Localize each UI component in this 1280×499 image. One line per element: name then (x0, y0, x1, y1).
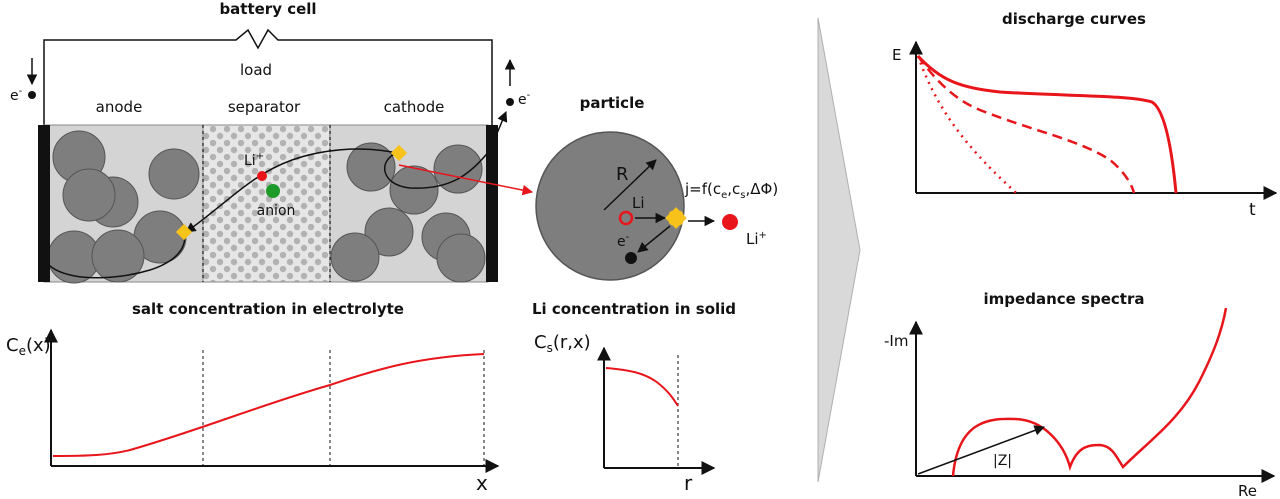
li-label: Li (632, 194, 645, 212)
surface-reaction-site (665, 207, 687, 229)
anode-current-collector (38, 125, 50, 282)
particle-li-ion-label: Li+ (746, 230, 767, 248)
cathode-particle (433, 144, 483, 194)
particle-li-ion (722, 214, 738, 230)
electron-charge: - (527, 90, 531, 101)
particle-panel: particle R Li e- Li+ j=f(ce,cs,ΔΦ) (535, 94, 778, 281)
anode-particle (91, 229, 145, 283)
anion-label: anion (257, 203, 296, 219)
radius-label: R (616, 164, 629, 185)
cathode-particle (346, 142, 396, 192)
solid-x-label: r (684, 471, 693, 495)
separator-pores (203, 125, 330, 282)
discharge-y-label: E (892, 46, 901, 64)
y-label-main: C (6, 335, 19, 356)
impedance-plot-title: impedance spectra (984, 290, 1145, 308)
electron-label-left: e- (10, 86, 23, 104)
discharge-curve-medium-rate (916, 55, 1136, 194)
anode-particles (47, 130, 200, 284)
y-label-sub: e (19, 344, 26, 358)
li-ion-symbol: Li (746, 230, 759, 248)
impedance-spectra-plot: impedance spectra -Im Re |Z| (884, 290, 1276, 499)
discharge-curves-plot: discharge curves E t (892, 10, 1278, 220)
electron-release-arrow (637, 225, 671, 253)
zoom-arrow (398, 164, 534, 196)
discharge-curve-high-rate (916, 55, 1017, 194)
electron-dot-left (28, 91, 36, 99)
separator-label: separator (228, 98, 301, 116)
impedance-y-label: -Im (884, 332, 908, 350)
li-ion-charge: + (256, 151, 264, 162)
y-label-arg: (r,x) (553, 332, 591, 353)
electrolyte-concentration-curve (52, 353, 485, 457)
li-ion-charge: + (759, 230, 767, 241)
flux-sub: e (721, 190, 727, 201)
discharge-x-label: t (1249, 200, 1256, 220)
cathode-particle (389, 165, 439, 215)
anode-label: anode (96, 98, 143, 116)
flux-part: j=f(c (684, 180, 721, 198)
anode-reaction-site (175, 223, 193, 241)
electron-right: e- (504, 58, 531, 108)
electron-dot-right (506, 98, 514, 106)
li-ion-label: Li+ (244, 151, 264, 169)
cathode-particle (330, 232, 380, 282)
particle-title: particle (580, 94, 645, 112)
electron-symbol: e (518, 92, 527, 108)
solid-y-label: Cs(r,x) (534, 332, 591, 355)
electron-symbol: e (10, 88, 19, 104)
cathode-particle (364, 207, 414, 257)
cathode-label: cathode (384, 98, 445, 116)
electron-charge: - (626, 232, 630, 243)
electrolyte-plot-title: salt concentration in electrolyte (132, 300, 404, 318)
electrolyte-concentration-plot: salt concentration in electrolyte Ce(x) … (6, 300, 500, 495)
anion (266, 184, 280, 198)
cathode-reaction-site (390, 144, 408, 162)
electron-left: e- (10, 58, 38, 104)
cathode-particles (330, 142, 486, 283)
cathode-particle (436, 233, 486, 283)
li-ion-transport-path (185, 148, 398, 233)
battery-title: battery cell (219, 0, 316, 18)
battery-cell: battery cell load anode separator cathod… (10, 0, 534, 284)
flux-part: ,ΔΦ) (746, 180, 779, 198)
anode-particle (148, 148, 200, 200)
anode-particle (62, 168, 116, 222)
electron-charge: - (19, 86, 23, 97)
impedance-magnitude-label: |Z| (993, 453, 1012, 469)
load-label: load (240, 61, 272, 79)
particle-electron-label: e- (617, 232, 630, 250)
impedance-x-label: Re (1238, 482, 1257, 499)
discharge-plot-title: discharge curves (1002, 10, 1146, 28)
li-ion (257, 171, 267, 181)
particle-circle (535, 131, 685, 281)
cathode-current-collector (486, 125, 498, 282)
discharge-curve-low-rate (916, 54, 1178, 194)
scale-arrow-shape (817, 17, 861, 483)
electron-symbol: e (617, 234, 626, 250)
flux-part: ,c (727, 180, 740, 198)
y-label-arg: (x) (26, 335, 51, 356)
y-label-sub: s (547, 341, 553, 355)
li-site (618, 210, 634, 226)
circuit-wire (43, 28, 493, 125)
solid-concentration-curve (605, 367, 679, 407)
cathode-electron-path (383, 111, 508, 189)
electrolyte-x-label: x (476, 471, 488, 495)
electron-label-right: e- (518, 90, 531, 108)
flux-equation: j=f(ce,cs,ΔΦ) (684, 180, 778, 201)
li-ion-symbol: Li (244, 153, 256, 169)
impedance-curve (951, 307, 1228, 477)
solid-plot-title: Li concentration in solid (532, 300, 736, 318)
flux-sub: s (740, 190, 745, 201)
particle-electron (625, 252, 637, 264)
anode-electron-path (41, 231, 186, 279)
y-label-main: C (534, 332, 547, 353)
electrolyte-y-label: Ce(x) (6, 335, 51, 358)
solid-concentration-plot: Li concentration in solid Cs(r,x) r (532, 300, 736, 495)
radius-arrow (603, 159, 657, 211)
impedance-magnitude-arrow (917, 425, 1045, 475)
